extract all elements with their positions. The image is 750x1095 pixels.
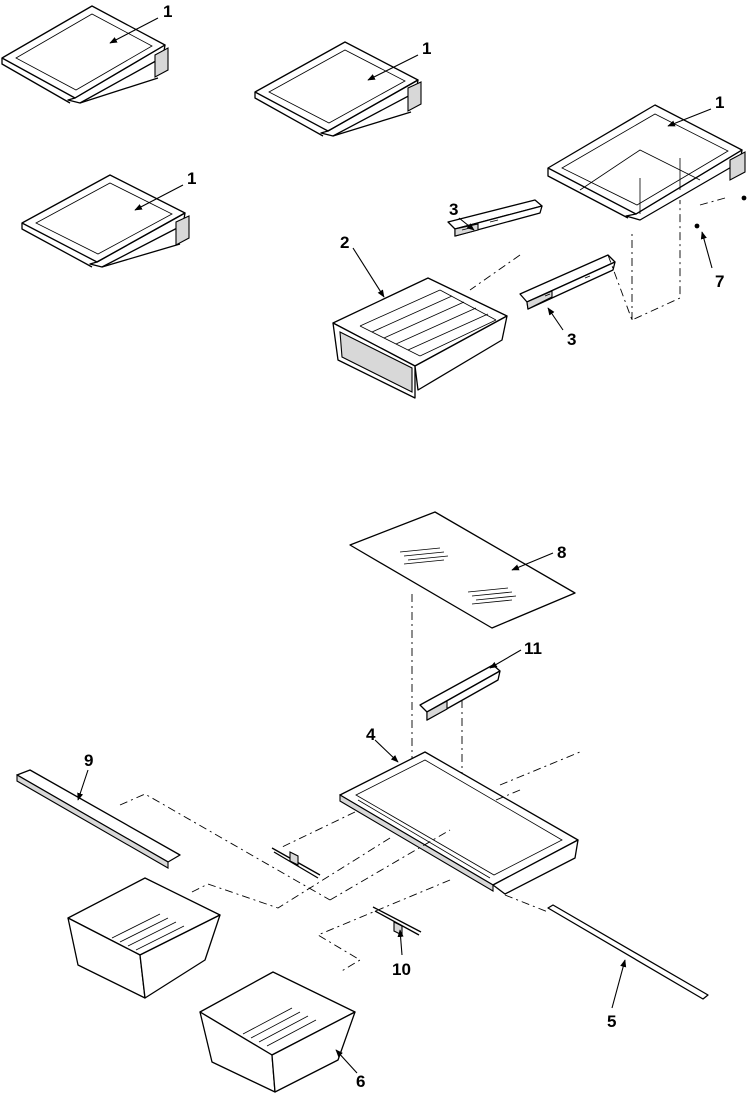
shelf-b <box>254 41 422 137</box>
glass-cover-label-marks <box>399 547 517 605</box>
callout-frame: 4 <box>366 725 376 744</box>
callout-shelf-c: 1 <box>187 169 196 188</box>
pan-6 <box>199 971 356 1093</box>
shelf-d <box>547 104 746 221</box>
leader-lines <box>77 17 713 1074</box>
slide-11 <box>419 664 501 721</box>
pan-left <box>67 877 221 999</box>
screw-7 <box>694 195 747 229</box>
pan-6-grille <box>242 1007 317 1047</box>
rail-lower <box>519 254 616 310</box>
trim-strip-5 <box>547 904 709 1000</box>
callout-glass-cover: 8 <box>557 543 566 562</box>
callout-rail-upper: 3 <box>449 200 458 219</box>
shelf-a <box>1 5 169 104</box>
callout-trim: 9 <box>84 751 93 770</box>
bracket-lower <box>372 906 422 936</box>
callout-pan: 6 <box>356 1072 365 1091</box>
callout-shelf-b: 1 <box>422 39 431 58</box>
crisper-upper <box>332 277 508 399</box>
shelf-c <box>21 174 190 268</box>
callout-slide: 11 <box>524 639 542 658</box>
pan-left-grille <box>111 913 185 951</box>
callout-shelf-a: 1 <box>163 2 172 21</box>
trim-9 <box>16 769 181 869</box>
glass-cover <box>349 511 576 629</box>
callout-crisper-upper: 2 <box>340 233 349 252</box>
callout-shelf-d: 1 <box>715 93 724 112</box>
crisper-upper-grille <box>359 289 497 357</box>
callout-bracket: 10 <box>392 960 411 979</box>
frame-4 <box>339 751 579 895</box>
callout-screw: 7 <box>715 272 724 291</box>
callout-trim-strip: 5 <box>607 1012 616 1031</box>
bracket-upper <box>271 847 321 879</box>
rail-upper <box>447 199 543 237</box>
callout-rail-lower: 3 <box>567 330 576 349</box>
